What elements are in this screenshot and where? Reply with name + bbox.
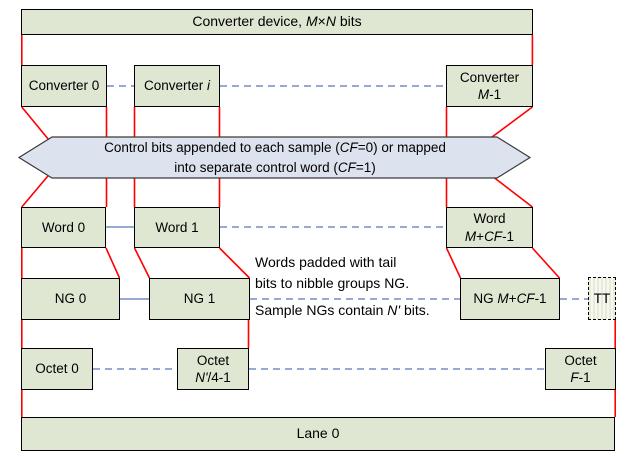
converter-i-box: Converter i <box>134 65 220 107</box>
converter-device-label: Converter device, M×N bits <box>192 13 362 30</box>
lane-0-box: Lane 0 <box>21 417 615 451</box>
converter-i-label: Converter i <box>143 78 211 94</box>
padding-note: Words padded with tail bits to nibble gr… <box>255 252 409 294</box>
converter-0-label: Converter 0 <box>28 78 100 94</box>
ng-m-cf-1-box: NG M+CF-1 <box>460 278 560 320</box>
control-bits-banner-text: Control bits appended to each sample (CF… <box>104 139 446 175</box>
word-0-label: Word 0 <box>41 219 86 235</box>
converter-0-box: Converter 0 <box>21 65 107 107</box>
word-1-box: Word 1 <box>134 207 220 248</box>
padding-note-line1: Words padded with tail <box>255 254 397 270</box>
padding-note-line2: bits to nibble groups NG. <box>255 275 410 291</box>
octet-0-label: Octet 0 <box>35 361 79 377</box>
ng-m-cf-1-label: NG M+CF-1 <box>473 291 547 307</box>
converter-device-box: Converter device, M×N bits <box>21 9 533 35</box>
ng-1-label: NG 1 <box>183 291 216 307</box>
control-bits-banner: Control bits appended to each sample (CF… <box>40 137 510 178</box>
control-bits-banner-shape <box>17 136 532 179</box>
octet-0-box: Octet 0 <box>21 348 93 390</box>
word-0-box: Word 0 <box>21 207 106 248</box>
ng-0-box: NG 0 <box>21 278 120 320</box>
padding-note-line3: Sample NGs contain N' bits. <box>255 302 430 318</box>
word-1-label: Word 1 <box>155 219 199 235</box>
blue-sequence-lines <box>93 85 588 370</box>
tail-tt-box: TT <box>588 277 616 320</box>
tail-tt-label: TT <box>593 290 611 306</box>
ng-0-label: NG 0 <box>54 291 87 307</box>
ng-1-box: NG 1 <box>149 278 250 320</box>
padding-note-sample: Sample NGs contain N' bits. <box>255 300 430 321</box>
lane-0-label: Lane 0 <box>296 425 340 442</box>
